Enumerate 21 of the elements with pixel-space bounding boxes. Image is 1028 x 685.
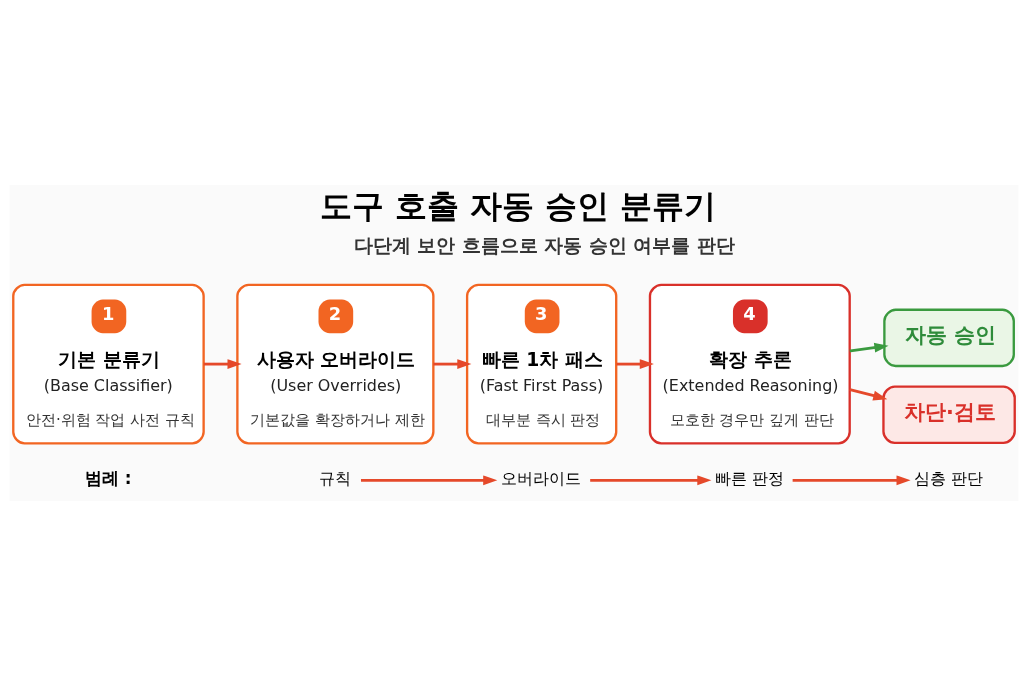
- node-text: 오버라이드: [500, 468, 581, 488]
- node-box: 3 빠른 1차 패스 (Fast First Pass) 대부분 즉시 판정: [465, 283, 618, 444]
- arrow: [360, 474, 498, 485]
- node-box: 자동 승인: [883, 308, 1015, 367]
- node-text: 빠른 판정: [714, 468, 784, 488]
- node-box: 차단·검토: [882, 384, 1016, 444]
- arrow: [203, 358, 242, 369]
- arrow: [849, 387, 888, 400]
- node-box: 2 사용자 오버라이드 (User Overrides) 기본값을 확장하거나 제한: [236, 283, 435, 444]
- node-text: 심층 판단: [913, 468, 983, 488]
- label: 범례 :: [85, 467, 132, 488]
- arrow: [433, 358, 472, 369]
- arrow: [590, 474, 712, 485]
- node-box: 1 기본 분류기 (Base Classifier) 안전·위험 작업 사전 규칙: [12, 283, 205, 444]
- arrow: [849, 342, 889, 353]
- label: 다단계 보안 흐름으로 자동 승인 여부를 판단: [353, 234, 735, 256]
- node-text: 규칙: [318, 468, 351, 488]
- node-box: 4 확장 추론 (Extended Reasoning) 모호한 경우만 깊게 판단: [648, 283, 851, 444]
- diagram-title: 도구 호출 자동 승인 분류기: [319, 186, 717, 225]
- arrow: [616, 358, 654, 369]
- arrow: [792, 474, 911, 485]
